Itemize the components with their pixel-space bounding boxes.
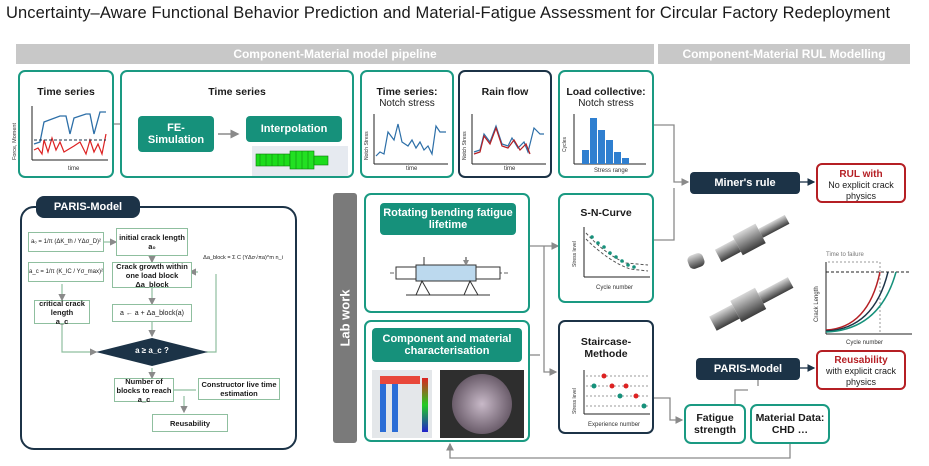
shaft-images xyxy=(687,214,794,331)
critical-crack-node: critical crack length a_c xyxy=(34,298,90,326)
sn-title: S-N-Curve xyxy=(580,207,632,219)
staircase-plot xyxy=(583,370,650,415)
load-subtitle: Notch stress xyxy=(578,98,634,109)
paris-flow-lines xyxy=(58,238,217,414)
load-xlabel: Stress range xyxy=(594,168,629,174)
material-data-box: Material Data: CHD … xyxy=(750,404,830,444)
sn-xlabel: Cycle number xyxy=(596,285,634,291)
rul-banner: Component-Material RUL Modelling xyxy=(658,44,910,64)
miners-rule-button[interactable]: Miner's rule xyxy=(690,172,800,194)
fe-time-series-box: Time series FE- Simulation Interpolation xyxy=(120,70,354,178)
rain-flow-plot xyxy=(471,114,546,165)
fe-simulation-button[interactable]: FE- Simulation xyxy=(138,116,214,152)
critical-crack-symbol: a_c xyxy=(55,316,69,326)
fatigue-strength-box: Fatigue strength xyxy=(684,404,746,444)
crack-growth-label: Crack growth within one load block xyxy=(116,261,188,280)
ts1-plot xyxy=(31,106,108,161)
sn-curve-box: S-N-Curve Stress level Cycle number xyxy=(558,193,654,303)
material-images xyxy=(372,370,524,438)
component-material-box: Component and material characterisation xyxy=(364,320,530,442)
fatigue-strength-label: Fatigue strength xyxy=(694,412,736,436)
rotating-bending-button[interactable]: Rotating bending fatigue lifetime xyxy=(380,203,516,235)
eq-critical-crack: a_c = 1/π (K_IC / Yσ_max)² xyxy=(28,262,104,282)
constructor-label: Constructor live time estimation xyxy=(201,380,277,398)
notch-ylabel: Notch Stress xyxy=(364,131,370,160)
ts1-xlabel: time xyxy=(68,166,80,172)
load-ylabel: Cycles xyxy=(562,136,568,152)
time-series-title: Time series xyxy=(37,86,95,98)
rotating-bending-box: Rotating bending fatigue lifetime xyxy=(364,193,530,313)
staircase-box: Staircase-Methode Stress level Experienc… xyxy=(558,320,654,434)
time-series-box: Time series Force, Moment time xyxy=(12,70,114,178)
crack-length-plot xyxy=(825,261,912,335)
paris-reusability-node: Reusability xyxy=(152,414,228,432)
fe-time-series-title: Time series xyxy=(208,86,266,98)
rul-text: No explicit crack physics xyxy=(828,180,894,201)
paris-model-button[interactable]: PARIS-Model xyxy=(696,358,800,380)
reusability-title: Reusability xyxy=(834,355,888,366)
rotating-bending-schematic xyxy=(390,257,508,296)
sn-ylabel: Stress level xyxy=(572,241,578,267)
notch-plot xyxy=(373,114,448,165)
material-data-label: Material Data: CHD … xyxy=(755,412,825,436)
rain-xlabel: time xyxy=(504,166,516,172)
rul-result-box: RUL with No explicit crack physics xyxy=(816,163,906,203)
crack-annotation: Time to failure xyxy=(826,252,864,258)
decision-node: a ≥ a_c ? xyxy=(135,346,169,355)
reusability-text: with explicit crack physics xyxy=(825,366,897,387)
staircase-xlabel: Experience number xyxy=(588,422,641,428)
number-of-blocks-node: Number of blocks to reach a_c xyxy=(114,376,174,404)
lab-work-label: Lab work xyxy=(337,289,353,347)
rain-flow-title: Rain flow xyxy=(481,86,529,98)
update-node: a ← a + Δa_block(a) xyxy=(112,304,192,322)
crack-growth-symbol: Δa_block xyxy=(135,279,169,289)
notch-title: Time series: xyxy=(376,86,438,98)
staircase-ylabel: Stress level xyxy=(572,388,578,414)
notch-subtitle: Notch stress xyxy=(379,98,435,109)
staircase-title: Staircase-Methode xyxy=(580,336,632,360)
paris-reusability-label: Reusability xyxy=(169,418,210,428)
notch-stress-box: Time series: Notch stress Notch Stress t… xyxy=(360,70,454,178)
number-of-blocks-symbol: a_c xyxy=(137,394,151,404)
rain-ylabel: Notch Stress xyxy=(462,131,468,160)
notch-xlabel: time xyxy=(406,166,418,172)
lab-work-bar: Lab work xyxy=(333,193,357,443)
eq-initial-crack: a₀ = 1/π (ΔK_th / YΔσ_D)² xyxy=(28,232,104,252)
eq-crack-growth: Δa_block = Σ C (YΔσ√πa)^m n_i xyxy=(203,255,283,261)
rain-flow-box: Rain flow Notch Stress time xyxy=(458,70,552,178)
rul-title: RUL with xyxy=(839,169,883,180)
sn-plot xyxy=(583,227,650,278)
fe-arrow xyxy=(218,129,240,139)
initial-crack-node: initial crack length a₀ xyxy=(116,228,188,256)
load-histogram xyxy=(573,114,646,165)
interpolation-button[interactable]: Interpolation xyxy=(246,116,342,142)
ts1-ylabel: Force, Moment xyxy=(12,123,18,160)
component-material-button[interactable]: Component and material characterisation xyxy=(372,328,522,362)
crack-growth-node: Crack growth within one load block Δa_bl… xyxy=(112,261,192,289)
pipeline-banner: Component-Material model pipeline xyxy=(16,44,654,64)
paris-panel-title: PARIS-Model xyxy=(36,196,140,218)
initial-crack-label: initial crack length xyxy=(119,233,185,242)
initial-crack-symbol: a₀ xyxy=(148,242,156,251)
load-collective-box: Load collective: Notch stress Cycles Str… xyxy=(558,70,654,178)
load-title: Load collective: xyxy=(566,86,646,98)
critical-crack-label: critical crack length xyxy=(39,298,85,317)
reusability-result-box: Reusability with explicit crack physics xyxy=(816,350,906,390)
constructor-node: Constructor live time estimation xyxy=(198,378,280,400)
number-of-blocks-label: Number of blocks to reach xyxy=(116,376,172,395)
crack-xlabel: Cycle number xyxy=(846,340,884,346)
page-title: Uncertainty–Aware Functional Behavior Pr… xyxy=(6,4,891,22)
fe-mesh-render xyxy=(252,146,348,176)
